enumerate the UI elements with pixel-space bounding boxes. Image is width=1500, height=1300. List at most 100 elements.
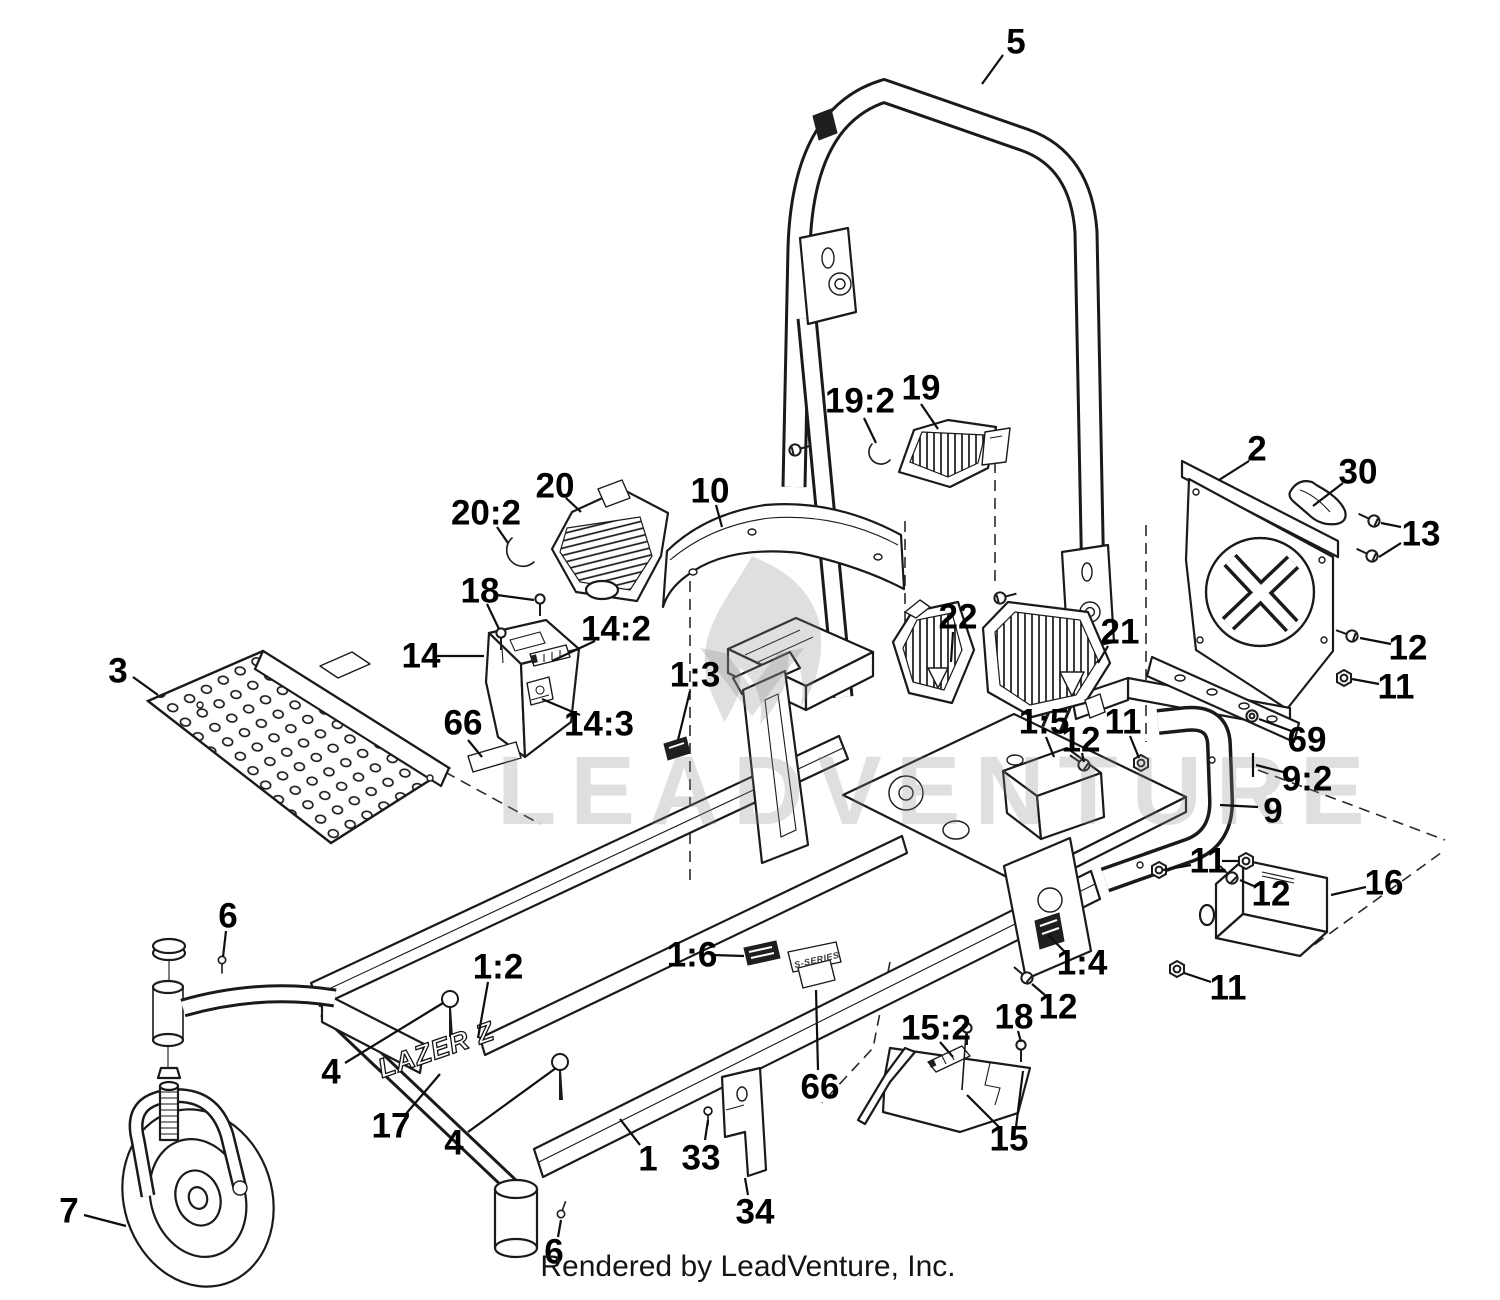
leader-line-7 — [83, 1213, 127, 1228]
callout-9:2: 9:2 — [1282, 760, 1333, 799]
callout-14:2: 14:2 — [581, 610, 651, 649]
leader-line-5 — [981, 54, 1004, 85]
callout-14:3: 14:3 — [564, 705, 634, 744]
callout-5: 5 — [1006, 23, 1025, 62]
leader-line-30 — [1312, 482, 1344, 507]
leader-line-15 — [966, 1094, 1000, 1128]
leader-line-20:2 — [496, 526, 509, 544]
support-channel-part-10 — [661, 503, 906, 609]
callout-69: 69 — [1288, 721, 1327, 760]
callout-17: 17 — [372, 1107, 411, 1146]
callout-1:5: 1:5 — [1019, 703, 1070, 742]
callout-13: 13 — [1402, 515, 1441, 554]
leader-line-12 — [1080, 752, 1086, 763]
leader-line-3 — [132, 676, 159, 696]
leader-line-11 — [1128, 735, 1141, 759]
caster-stem-part-6 — [151, 937, 187, 1142]
leader-line-19 — [920, 403, 939, 430]
callout-11: 11 — [1210, 969, 1247, 1008]
callout-15:2: 15:2 — [901, 1009, 971, 1048]
leader-line-34 — [743, 1177, 750, 1196]
heat-shield-part-19 — [868, 418, 1011, 489]
leader-line-1:5 — [1044, 736, 1056, 758]
heat-shield-part-21 — [981, 600, 1112, 719]
screw-18a — [534, 593, 546, 617]
leader-line-18 — [496, 593, 535, 602]
callout-2: 2 — [1247, 430, 1266, 469]
callout-1:4: 1:4 — [1057, 944, 1108, 983]
leader-line-14:2 — [551, 640, 596, 662]
callout-1:3: 1:3 — [670, 656, 721, 695]
callout-1:6: 1:6 — [667, 936, 718, 975]
retainer-part-19-2 — [868, 443, 891, 465]
leader-line-16 — [1330, 885, 1367, 897]
decal-14-3 — [526, 676, 554, 706]
screw-18c — [1015, 1039, 1027, 1063]
bolt-13a — [1355, 507, 1383, 530]
leader-line-1 — [619, 1118, 641, 1146]
curved-bracket-part-9 — [1100, 705, 1234, 893]
decal-66-upper — [467, 741, 522, 773]
leader-line-9 — [1219, 803, 1259, 809]
callout-19: 19 — [902, 369, 941, 408]
rops-left-hinge-plate — [798, 226, 858, 326]
leader-line-11 — [1351, 677, 1380, 686]
leader-line-20 — [565, 497, 582, 513]
leader-line-22 — [949, 631, 955, 663]
leader-line-10 — [714, 504, 724, 528]
leader-line-69 — [1258, 717, 1295, 734]
callout-10: 10 — [691, 472, 730, 511]
leader-line-66 — [467, 739, 483, 758]
watermark: LEADVENTURE — [497, 556, 1379, 845]
leader-line-13 — [1378, 542, 1402, 558]
caption: Rendered by LeadVenture, Inc. — [540, 1250, 955, 1283]
callout-33: 33 — [682, 1139, 721, 1178]
callout-3: 3 — [108, 652, 127, 691]
rops-roll-bar-part-5 — [781, 77, 1116, 735]
leader-line-12 — [1031, 983, 1047, 997]
leader-line-13 — [1380, 521, 1402, 529]
bolt-13b — [1353, 542, 1381, 565]
callout-12: 12 — [1252, 875, 1291, 914]
callout-66: 66 — [444, 704, 483, 743]
screw-6b — [555, 1199, 570, 1220]
leader-line-15 — [1014, 1070, 1025, 1128]
plate-part-15 — [856, 1032, 1032, 1134]
leader-line-18 — [1016, 1030, 1023, 1043]
callout-66: 66 — [801, 1068, 840, 1107]
leader-line-33 — [703, 1119, 710, 1141]
leader-line-6 — [556, 1219, 563, 1238]
leader-line-4 — [344, 1002, 444, 1064]
leader-line-12 — [1239, 878, 1257, 889]
callout-1: 1 — [638, 1140, 657, 1179]
heat-shield-part-22 — [891, 599, 976, 705]
leader-line-6 — [221, 930, 228, 958]
callout-6: 6 — [218, 897, 237, 936]
callout-11: 11 — [1378, 668, 1415, 707]
callout-6: 6 — [544, 1233, 563, 1272]
callout-11: 11 — [1190, 842, 1227, 881]
leader-line-11 — [1162, 863, 1192, 872]
leader-line-1:3 — [676, 690, 692, 741]
leader-line-19:2 — [863, 417, 877, 444]
leader-line-12 — [1359, 636, 1392, 646]
callout-16: 16 — [1365, 864, 1404, 903]
bracket-part-34 — [720, 1066, 768, 1178]
callout-20:2: 20:2 — [451, 494, 521, 533]
leader-line-18 — [486, 603, 500, 630]
screw-6a — [217, 955, 227, 975]
phantom-lines — [444, 462, 1446, 1104]
nut-11-bottom — [1169, 960, 1185, 978]
callout-12: 12 — [1039, 988, 1078, 1027]
leader-line-14:3 — [541, 697, 581, 717]
watermark-text: LEADVENTURE — [497, 736, 1379, 845]
callout-4: 4 — [321, 1053, 341, 1092]
leader-line-1:2 — [476, 981, 490, 1039]
callout-15: 15 — [990, 1120, 1029, 1159]
callout-9: 9 — [1263, 792, 1282, 831]
callout-12: 12 — [1389, 629, 1428, 668]
callout-7: 7 — [59, 1192, 78, 1231]
